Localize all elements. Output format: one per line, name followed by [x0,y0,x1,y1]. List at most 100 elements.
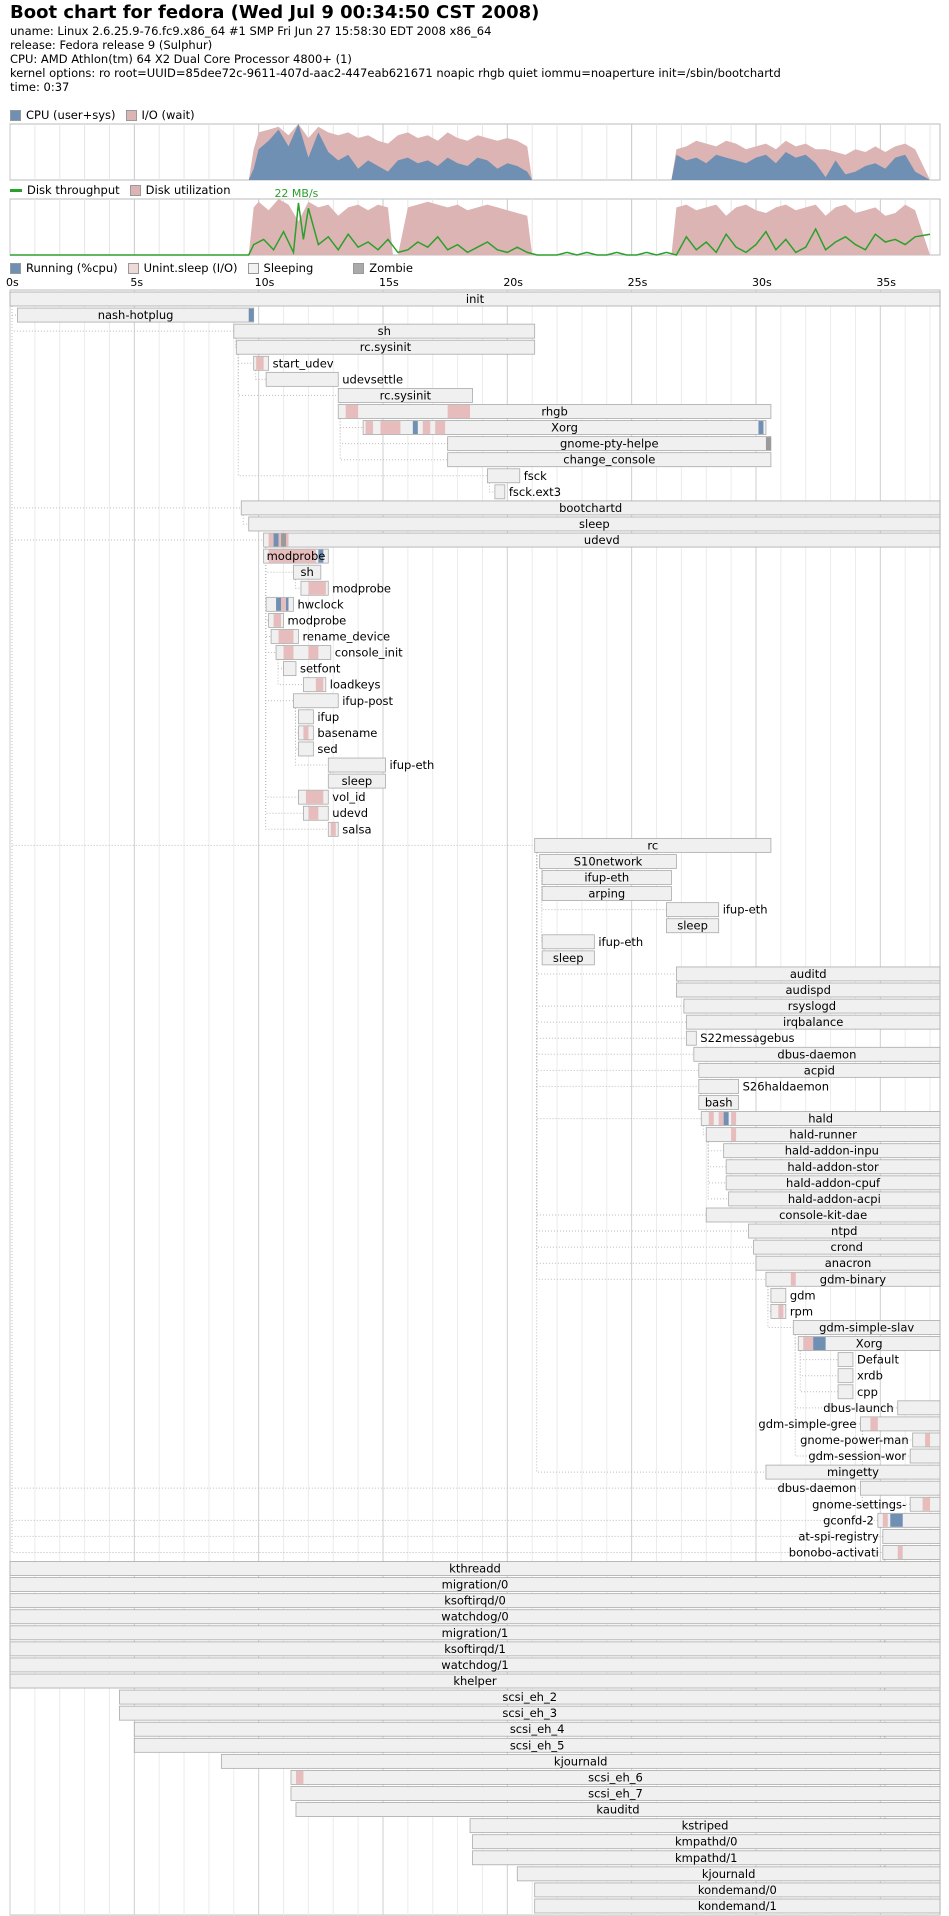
process-row: bootchartd [240,500,941,516]
process-row: migration/1 [9,1625,941,1641]
process-dependency-line [242,514,249,525]
process-bar [133,1737,941,1753]
process-row: crond [753,1239,941,1255]
process-row: ksoftirqd/0 [9,1593,941,1609]
legend-unint: Unint.sleep (I/O) [127,261,238,275]
legend-unint-swatch [127,262,139,274]
process-io-segment [268,549,316,563]
process-bar [9,1641,941,1657]
process-bar [119,1689,941,1705]
process-label: gdm-simple-slav [819,1320,914,1334]
process-io-segment [365,421,374,435]
kernel-line: kernel options: ro root=UUID=85dee72c-96… [10,66,781,80]
process-label: watchdog/1 [441,1658,508,1672]
process-bar [666,918,720,934]
time-line: time: 0:37 [10,80,70,94]
process-bar [516,1866,941,1882]
process-io-segment [305,790,324,804]
process-bar [837,1352,854,1368]
process-io-segment [308,581,326,595]
process-label: kmpathd/0 [675,1835,738,1849]
process-row: bash [698,1095,739,1110]
legend-running-swatch [10,262,21,274]
process-row: sh [233,323,536,339]
process-bar [472,1834,941,1850]
axis-tick-label: 25s [628,276,648,289]
process-bar [337,388,473,403]
process-label: udevsettle [342,372,403,386]
legend-sleeping-label: Sleeping [263,261,314,275]
process-label: sleep [553,951,584,965]
process-label: S10network [574,854,643,868]
process-bar [860,1416,941,1432]
axis-tick-label: 30s [752,276,772,289]
process-label: rpm [790,1304,813,1318]
process-io-segment [778,1304,784,1318]
process-bar [683,998,941,1014]
process-label: change_console [563,453,655,467]
process-label: Xorg [551,421,578,435]
process-bar [327,773,386,789]
process-row: scsi_eh_7 [290,1786,941,1801]
process-row: sh [293,564,322,580]
cpu-legend: CPU (user+sys) I/O (wait) [10,108,205,122]
process-label: gconfd-2 [823,1513,874,1527]
process-bar [9,291,941,307]
process-label: gnome-pty-helpe [560,437,659,451]
process-label: acpid [804,1063,835,1077]
process-row: kjournald [516,1866,941,1882]
process-label: hald-runner [789,1128,857,1142]
process-bar [469,1818,941,1834]
process-bar [676,982,941,998]
process-io-segment [345,404,359,418]
process-running-segment [276,597,282,611]
process-bar [240,500,941,516]
process-label: hald-addon-cpuf [786,1176,881,1190]
process-row: S22messagebus [685,1030,795,1046]
process-dependency-line [702,1125,707,1136]
process-row: console_init [275,645,403,660]
process-row: setfont [283,661,341,677]
process-label: kjournald [554,1754,608,1768]
process-label: gdm-session-wor [808,1449,906,1463]
process-io-segment [422,421,431,435]
process-label: Xorg [856,1337,883,1351]
process-label: sleep [342,774,373,788]
process-zombie-segment [765,437,771,451]
process-row: kmpathd/0 [472,1834,941,1850]
process-label: start_udev [273,356,334,370]
process-label: rsyslogd [788,999,836,1013]
process-label: console-kit-dae [779,1208,867,1222]
process-label: kauditd [596,1803,639,1817]
chart-title: Boot chart for fedora (Wed Jul 9 00:34:5… [10,2,540,23]
process-label: sh [301,565,314,579]
process-bar [837,1368,854,1384]
legend-running-label: Running (%cpu) [26,261,118,275]
process-dependency-line [294,707,329,766]
legend-cpu: CPU (user+sys) [10,108,116,122]
process-bar [725,1159,941,1175]
process-bar [133,1721,941,1737]
process-label: audispd [785,983,830,997]
process-label: S26haldaemon [743,1079,829,1093]
process-dependency-line [707,1141,729,1200]
process-row: scsi_eh_2 [119,1689,941,1705]
process-row: kondemand/1 [534,1898,941,1914]
process-io-segment [380,421,401,435]
process-row: audispd [676,982,941,998]
axis-tick-label: 15s [379,276,399,289]
process-row: watchdog/0 [9,1609,941,1625]
process-row: Xorg [797,1336,941,1351]
process-label: kondemand/1 [698,1899,777,1913]
process-label: bash [705,1096,733,1110]
process-bar [9,1609,941,1625]
process-row: ifup-eth [541,934,643,950]
axis-tick-label: 20s [503,276,523,289]
process-io-segment [315,678,324,692]
process-io-segment [273,613,282,627]
process-bar [298,709,314,725]
process-row: basename [298,725,377,741]
process-label: setfont [300,662,341,676]
process-dependency-line [488,482,495,493]
process-bar [9,1593,941,1609]
